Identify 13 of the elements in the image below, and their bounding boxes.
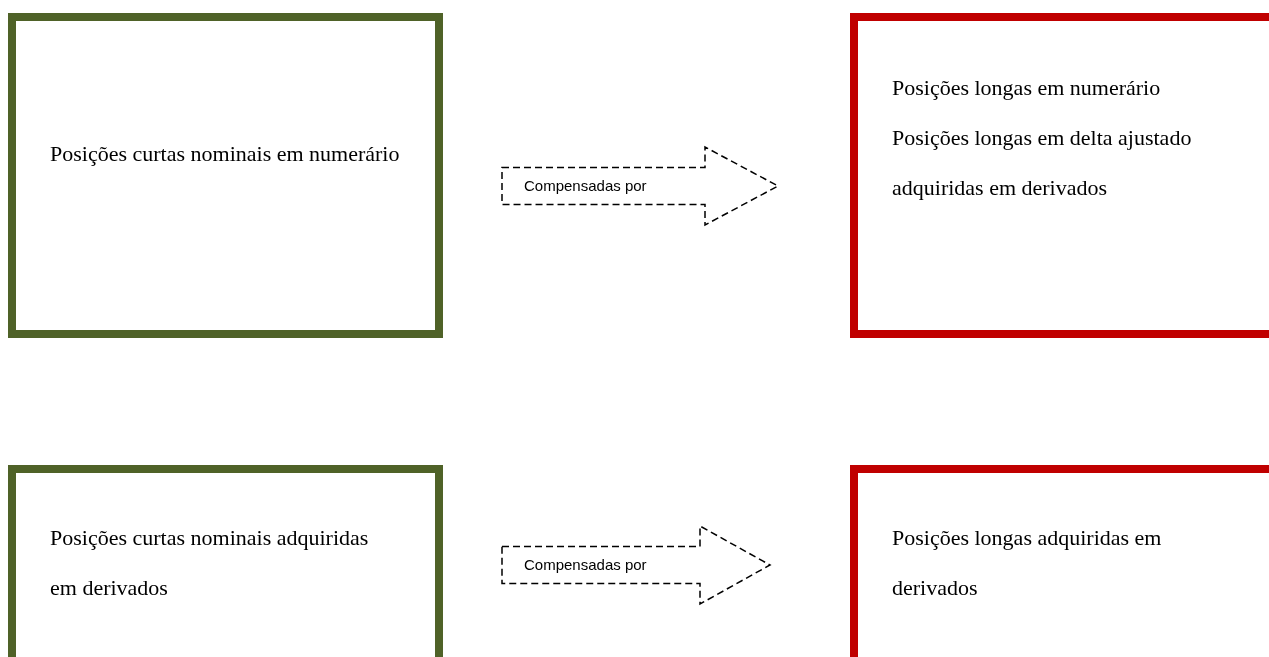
box-text: Posições longas adquiridas em derivados <box>892 524 1163 602</box>
box-text: Posições longas em numerário <box>892 74 1162 102</box>
edge-label: Compensadas por <box>524 178 647 193</box>
box-text: Posições longas em delta ajustado adquiridas em derivados <box>892 124 1192 202</box>
box-text: Posições curtas nominais em numerário <box>50 140 400 168</box>
text-box <box>850 13 1269 338</box>
edge-label: Compensadas por <box>524 557 647 572</box>
text-box <box>850 465 1269 657</box>
text-box <box>8 13 443 338</box>
box-text: Posições curtas nominais adquiridas em derivados <box>50 524 370 602</box>
text-box <box>8 465 443 657</box>
block-arrow <box>501 524 772 606</box>
block-arrow <box>501 145 780 227</box>
